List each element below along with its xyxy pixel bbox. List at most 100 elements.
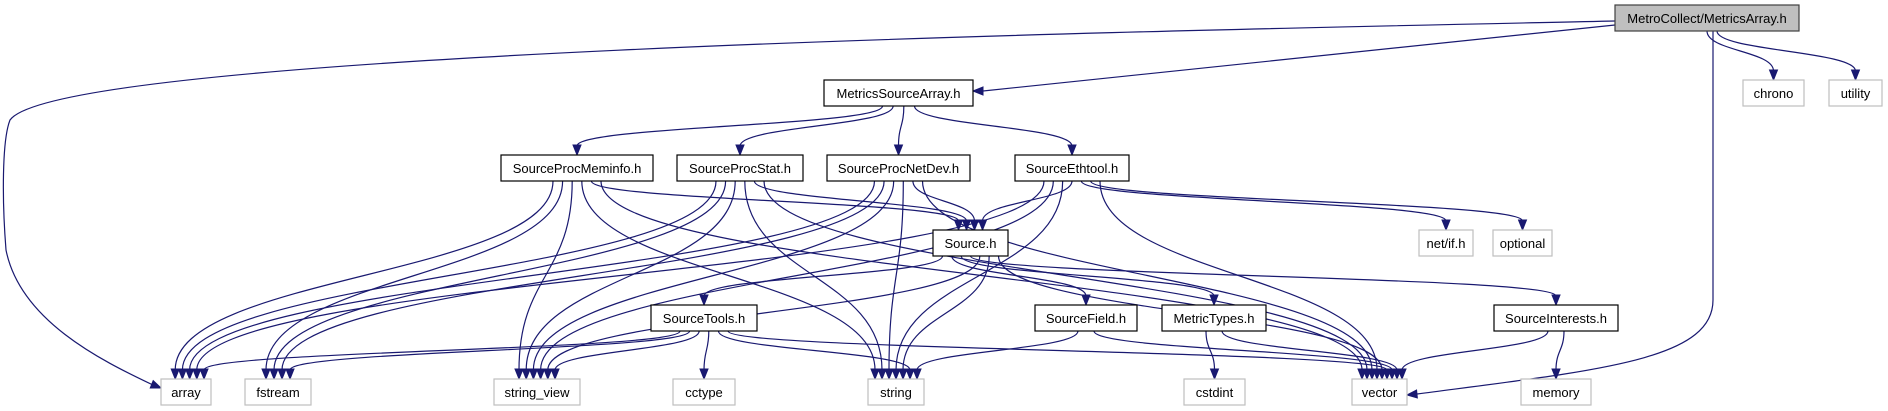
- edge-line: [1080, 180, 1447, 222]
- arrowhead-icon: [1397, 368, 1407, 381]
- node-string: string: [867, 378, 925, 406]
- node-box: [867, 378, 925, 406]
- node-sourceprocnetdev-h[interactable]: SourceProcNetDev.h: [826, 154, 971, 182]
- node-box: [1828, 79, 1883, 107]
- arrowhead-icon: [514, 368, 524, 381]
- edge-line: [181, 180, 717, 371]
- edge-interests-to-vector: [1397, 330, 1549, 381]
- node-sourceinterests-h[interactable]: SourceInterests.h: [1493, 304, 1619, 332]
- node-box[interactable]: [1493, 304, 1619, 332]
- edge-line: [1555, 330, 1565, 371]
- edge-line: [703, 255, 944, 297]
- edge-line: [1716, 30, 1857, 72]
- node-metrictypes-h[interactable]: MetricTypes.h: [1161, 304, 1267, 332]
- node-box[interactable]: [500, 154, 654, 182]
- edge-line: [727, 330, 1388, 371]
- node-label: fstream: [256, 385, 299, 400]
- edge-line: [1401, 330, 1549, 371]
- node-box[interactable]: [1034, 304, 1138, 332]
- edge-ethtool-to-vector: [1099, 180, 1382, 381]
- arrowhead-icon: [1209, 294, 1219, 307]
- edge-ethtool-to-string-view: [535, 180, 1054, 381]
- node-label: SourceProcStat.h: [689, 161, 791, 176]
- edge-msa-to-ethtool: [913, 105, 1077, 157]
- node-label: optional: [1500, 236, 1546, 251]
- node-label: SourceProcMeminfo.h: [513, 161, 642, 176]
- edge-meminfo-to-fstream: [261, 180, 564, 381]
- node-box[interactable]: [1014, 154, 1130, 182]
- arrowhead-icon: [543, 368, 553, 381]
- edge-line: [717, 330, 911, 371]
- edge-ethtool-to-array: [192, 180, 1045, 381]
- node-sourceprocmeminfo-h[interactable]: SourceProcMeminfo.h: [500, 154, 654, 182]
- arrowhead-icon: [1551, 368, 1561, 381]
- node-box[interactable]: [1161, 304, 1267, 332]
- node-box[interactable]: [932, 229, 1009, 257]
- node-cstdint: cstdint: [1183, 378, 1246, 406]
- edge-root-to-vector: [1405, 31, 1714, 399]
- edge-stat-to-fstream: [269, 180, 727, 381]
- edge-root-to-chrono: [1706, 30, 1779, 82]
- edge-stat-to-array: [177, 180, 717, 381]
- node-metrocollect-metricsarray-h[interactable]: MetroCollect/MetricsArray.h: [1614, 4, 1800, 32]
- arrowhead-icon: [884, 368, 894, 381]
- node-sourcetools-h[interactable]: SourceTools.h: [650, 304, 758, 332]
- node-source-h[interactable]: Source.h: [932, 229, 1009, 257]
- edge-line: [281, 180, 885, 371]
- node-sourcefield-h[interactable]: SourceField.h: [1034, 304, 1138, 332]
- node-utility: utility: [1828, 79, 1883, 107]
- node-box[interactable]: [823, 79, 974, 107]
- node-box[interactable]: [1614, 4, 1800, 32]
- node-string-view: string_view: [493, 378, 581, 406]
- node-box: [160, 378, 212, 406]
- edge-line: [1706, 30, 1775, 72]
- edge-line: [547, 255, 981, 371]
- edge-ethtool-to-source: [977, 180, 1073, 232]
- edge-netdev-to-string: [884, 180, 904, 381]
- edge-netdev-to-fstream: [277, 180, 885, 381]
- edge-line: [981, 180, 1073, 222]
- node-label: SourceEthtool.h: [1026, 161, 1119, 176]
- arrowhead-icon: [699, 368, 709, 381]
- edge-tools-to-array: [199, 330, 681, 381]
- node-box[interactable]: [676, 154, 804, 182]
- arrowhead-icon: [912, 368, 922, 381]
- node-sourceethtool-h[interactable]: SourceEthtool.h: [1014, 154, 1130, 182]
- node-sourceprocstat-h[interactable]: SourceProcStat.h: [676, 154, 804, 182]
- edge-line: [203, 330, 681, 371]
- node-fstream: fstream: [244, 378, 312, 406]
- edge-line: [888, 180, 904, 371]
- node-label: chrono: [1754, 86, 1794, 101]
- edge-line: [913, 105, 1073, 147]
- arrowhead-icon: [735, 144, 745, 157]
- node-optional: optional: [1492, 229, 1553, 257]
- arrowhead-icon: [269, 368, 279, 381]
- edge-line: [912, 180, 976, 222]
- edge-netdev-to-vector: [921, 180, 1377, 381]
- node-box: [672, 378, 736, 406]
- edge-line: [189, 180, 876, 371]
- edge-line: [581, 180, 876, 371]
- edge-ethtool-to-netif: [1080, 180, 1451, 232]
- edge-stat-to-vector: [763, 180, 1372, 381]
- edge-line: [518, 180, 573, 371]
- node-box[interactable]: [650, 304, 758, 332]
- edge-line: [1205, 330, 1216, 371]
- edge-source-to-mtypes: [960, 255, 1219, 307]
- arrowhead-icon: [170, 368, 180, 381]
- edge-source-to-string: [898, 255, 990, 381]
- node-box[interactable]: [826, 154, 971, 182]
- edge-line: [600, 180, 1363, 371]
- edge-msa-to-stat: [735, 105, 894, 157]
- arrowhead-icon: [192, 368, 202, 381]
- node-box: [244, 378, 312, 406]
- node-array: array: [160, 378, 212, 406]
- node-box: [1351, 378, 1408, 406]
- arrowhead-icon: [177, 368, 188, 381]
- node-metricssourcearray-h[interactable]: MetricsSourceArray.h: [823, 79, 974, 107]
- arrowhead-icon: [898, 368, 908, 381]
- edge-line: [744, 180, 883, 371]
- arrowhead-icon: [905, 368, 915, 381]
- edge-source-to-tools: [699, 255, 944, 307]
